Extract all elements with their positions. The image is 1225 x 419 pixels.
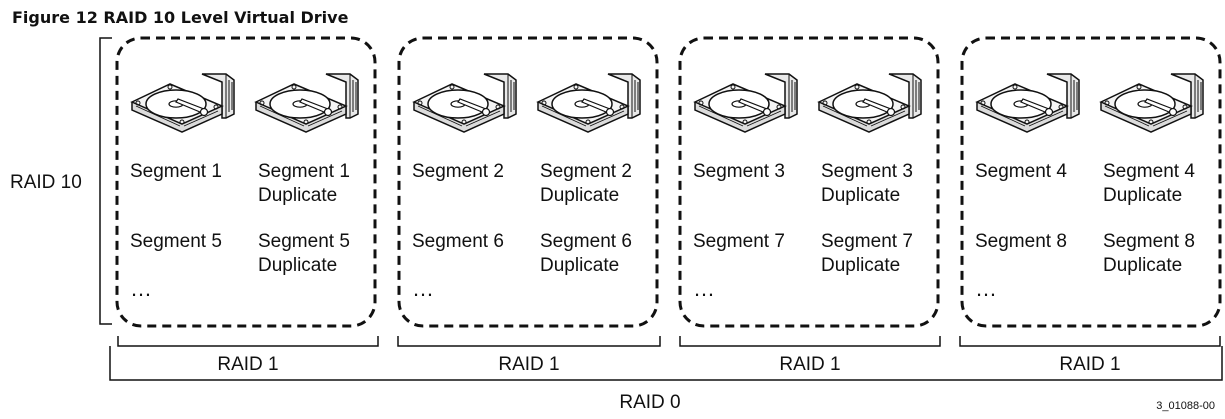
segment-duplicate-label: Segment 2	[540, 161, 632, 182]
segment-label: Segment 7	[693, 231, 785, 252]
duplicate-label: Duplicate	[1103, 255, 1183, 276]
segment-label: Segment 2	[412, 161, 504, 182]
segment-label: Segment 5	[130, 231, 222, 252]
raid1-bracket-3	[679, 336, 941, 347]
raid1-bracket-1	[117, 336, 379, 347]
raid1-group-1: Segment 1 Segment 1 Duplicate Segment 5 …	[118, 36, 371, 328]
segment-duplicate-label: Segment 1	[258, 161, 350, 182]
segment-label: Segment 4	[975, 161, 1067, 182]
segment-label: Segment 1	[130, 161, 222, 182]
raid1-box-3	[678, 36, 940, 328]
hard-drive-icon	[818, 73, 922, 133]
hard-drive-icon	[694, 73, 798, 133]
raid1-box-1	[115, 36, 377, 328]
raid1-group-2: Segment 2 Segment 2 Duplicate Segment 6 …	[400, 36, 653, 328]
hard-drive-icon	[1100, 73, 1204, 133]
segment-duplicate-label: Segment 8	[1103, 231, 1195, 252]
raid1-bracket-4	[959, 336, 1221, 347]
raid1-label: RAID 1	[1059, 354, 1121, 375]
duplicate-label: Duplicate	[540, 255, 620, 276]
segment-duplicate-label: Segment 7	[821, 231, 913, 252]
duplicate-label: Duplicate	[821, 185, 901, 206]
raid1-bracket-2	[397, 336, 661, 347]
hard-drive-icon	[976, 73, 1080, 133]
duplicate-label: Duplicate	[258, 185, 338, 206]
raid1-label: RAID 1	[779, 354, 841, 375]
duplicate-label: Duplicate	[1103, 185, 1183, 206]
segment-label: Segment 3	[693, 161, 785, 182]
hard-drive-icon	[537, 73, 641, 133]
segment-duplicate-label: Segment 5	[258, 231, 350, 252]
figure-id: 3_01088-00	[1156, 400, 1215, 412]
segment-duplicate-label: Segment 6	[540, 231, 632, 252]
hard-drive-icon	[131, 73, 235, 133]
segment-label: Segment 6	[412, 231, 504, 252]
ellipsis: …	[130, 276, 153, 301]
ellipsis: …	[693, 276, 716, 301]
raid1-label: RAID 1	[498, 354, 560, 375]
raid1-box-2	[397, 36, 659, 328]
figure-title: Figure 12 RAID 10 Level Virtual Drive	[12, 8, 349, 27]
duplicate-label: Duplicate	[258, 255, 338, 276]
hard-drive-icon	[413, 73, 517, 133]
duplicate-label: Duplicate	[540, 185, 620, 206]
raid10-bracket	[99, 37, 112, 325]
segment-duplicate-label: Segment 4	[1103, 161, 1195, 182]
duplicate-label: Duplicate	[821, 255, 901, 276]
raid1-group-4: Segment 4 Segment 4 Duplicate Segment 8 …	[963, 36, 1216, 328]
segment-duplicate-label: Segment 3	[821, 161, 913, 182]
raid0-label: RAID 0	[619, 392, 681, 413]
ellipsis: …	[975, 276, 998, 301]
raid1-label: RAID 1	[217, 354, 279, 375]
segment-label: Segment 8	[975, 231, 1067, 252]
raid0-bracket	[109, 346, 1223, 381]
raid10-label: RAID 10	[10, 172, 82, 193]
hard-drive-icon	[255, 73, 359, 133]
ellipsis: …	[412, 276, 435, 301]
raid1-group-3: Segment 3 Segment 3 Duplicate Segment 7 …	[681, 36, 934, 328]
raid1-box-4	[960, 36, 1222, 328]
